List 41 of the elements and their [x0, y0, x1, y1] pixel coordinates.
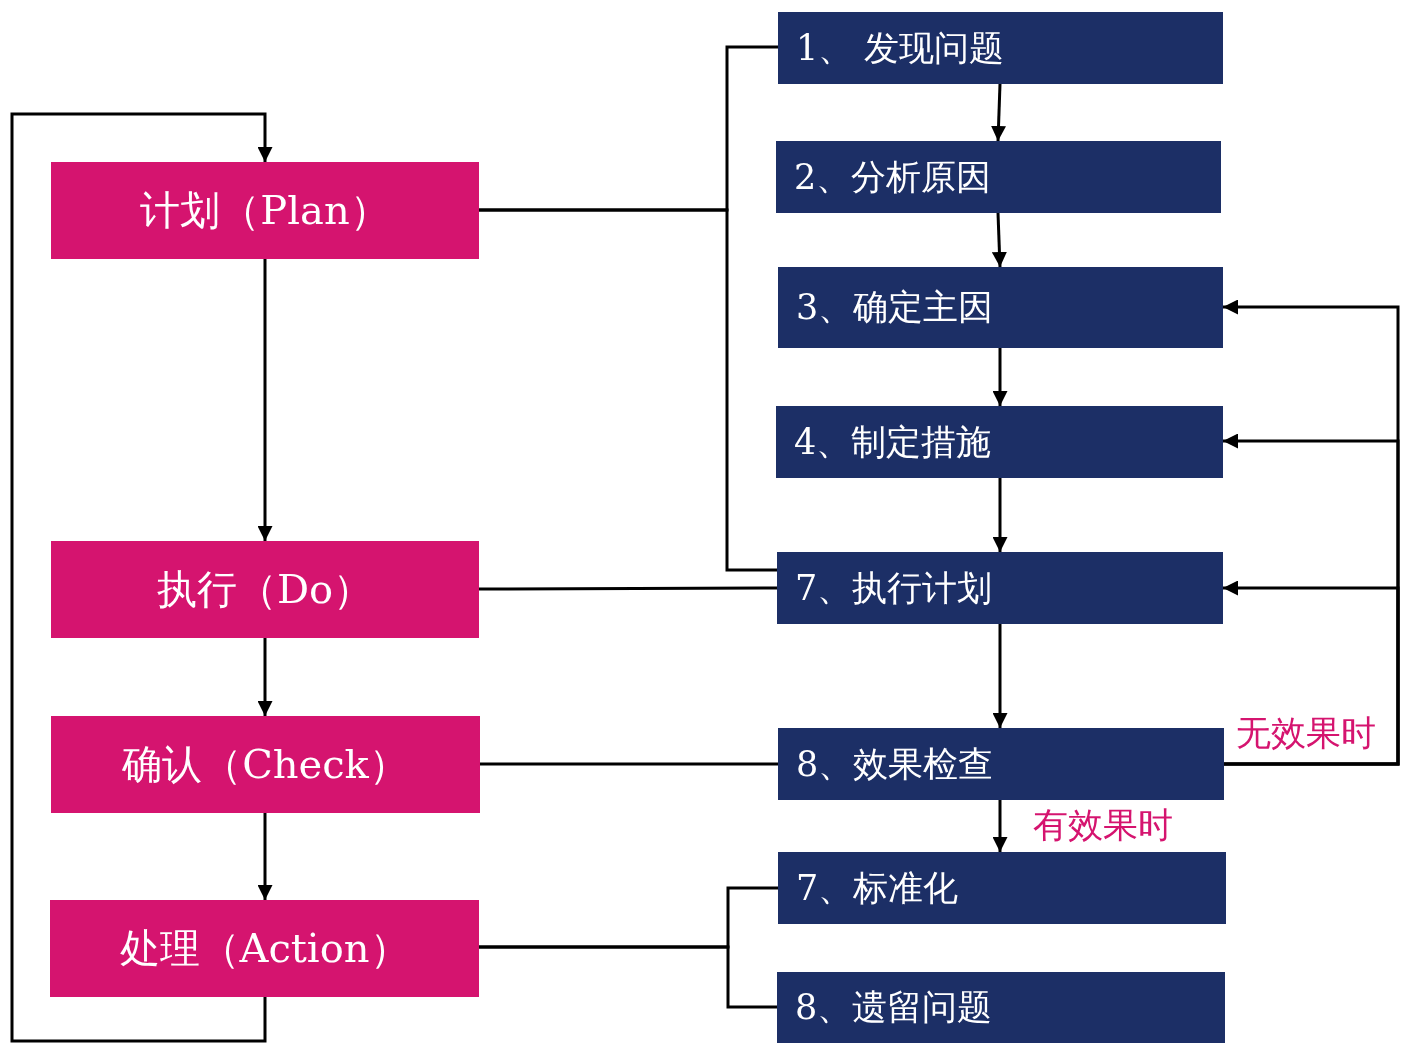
box-label: 8、遗留问题: [795, 986, 993, 1029]
step-box: [777, 552, 1223, 624]
step-box: [776, 406, 1223, 478]
arrow: [10, 112, 273, 1043]
step-box: [778, 12, 1223, 84]
box-label: 执行（Do）: [156, 565, 374, 614]
box-label: 1、 发现问题: [796, 26, 1005, 70]
step-box: [778, 852, 1226, 924]
arrow: [992, 348, 1008, 406]
box-label: 2、分析原因: [794, 155, 992, 199]
arrow: [257, 259, 273, 541]
arrow: [257, 813, 273, 900]
edge-label: 有效果时: [1033, 806, 1173, 845]
step-box: [778, 728, 1224, 800]
arrow: [1223, 580, 1400, 766]
box-label: 8、效果检查: [796, 742, 994, 786]
box-label: 7、标准化: [796, 866, 959, 910]
connector-line: [479, 945, 777, 1009]
arrow: [257, 638, 273, 716]
box-label: 处理（Action）: [119, 924, 410, 973]
box-label: 3、确定主因: [796, 286, 994, 329]
arrow: [992, 624, 1008, 728]
arrow: [991, 212, 1007, 268]
phase-box: [51, 716, 480, 813]
step-box: [777, 972, 1225, 1043]
phase-box: [51, 162, 479, 259]
step-box: [776, 141, 1221, 213]
edge-label: 无效果时: [1236, 714, 1376, 753]
phase-box: [50, 900, 479, 997]
connector-line: [479, 208, 777, 572]
box-label: 计划（Plan）: [140, 186, 390, 235]
arrow: [992, 800, 1008, 852]
connector-line: [480, 762, 778, 766]
step-box: [778, 267, 1223, 348]
arrow: [992, 478, 1008, 552]
box-label: 7、执行计划: [795, 566, 993, 610]
phase-box: [51, 541, 479, 638]
box-label: 确认（Check）: [122, 740, 409, 789]
box-label: 4、制定措施: [794, 420, 992, 464]
connector-line: [479, 586, 777, 591]
arrow: [991, 83, 1006, 142]
